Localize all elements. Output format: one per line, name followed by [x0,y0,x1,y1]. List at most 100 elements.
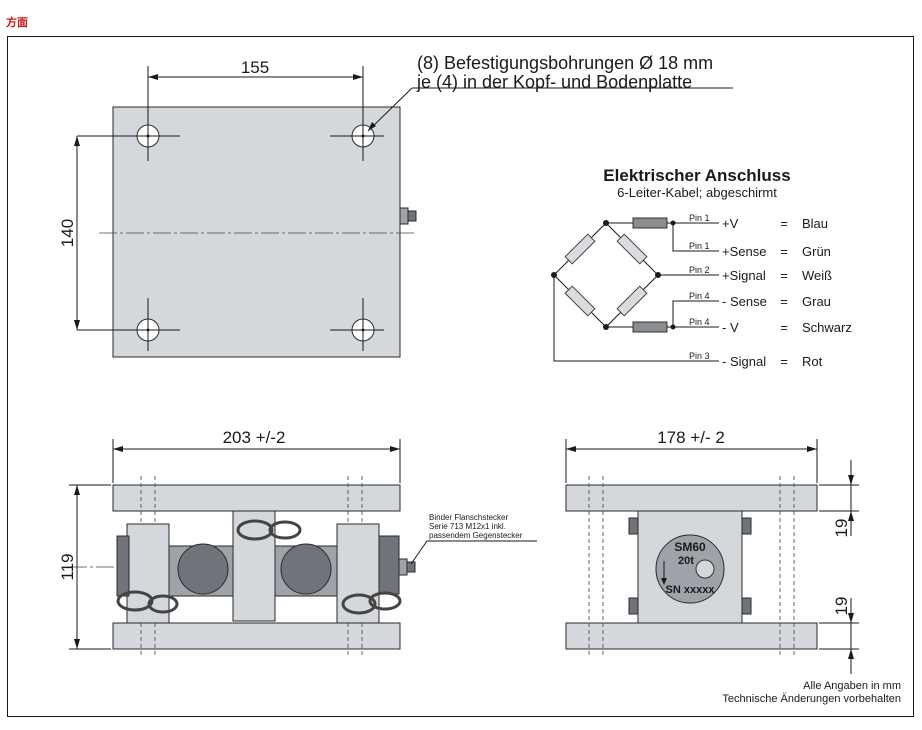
pin-number-label: Pin 1 [689,241,710,251]
pin-equals-sign: = [780,294,788,309]
arrow-head [74,639,80,649]
clip-left [147,594,179,614]
wire-sense-minus [672,300,719,327]
arrow-head [74,136,80,146]
pin-number-label: Pin 3 [689,351,710,361]
hole-note-leader [367,87,413,132]
pin-signal-label: +V [722,216,739,231]
pin-color-label: Grau [802,294,831,309]
clip-top [268,520,302,540]
connector-note-line3: passendem Gegenstecker [429,531,523,540]
clip-top [236,519,274,541]
pin-color-label: Grün [802,244,831,259]
top-connector-body [399,207,409,225]
dim-19-upper-label: 19 [832,519,851,538]
dim-19-lower-label: 19 [832,597,851,616]
bridge-resistor [564,285,596,317]
side-label-capacity: 20t [678,555,694,567]
arrow-head [848,475,854,485]
pin-color-label: Rot [802,354,823,369]
footer-line1: Alle Angaben in mm [803,680,901,692]
wiring-diagram: Elektrischer Anschluss 6-Leiter-Kabel; a… [551,166,852,369]
dim-155-label: 155 [241,58,269,77]
wiring-subtitle: 6-Leiter-Kabel; abgeschirmt [617,185,777,200]
page-heading: 方面 [6,16,28,29]
footer-line2: Technische Änderungen vorbehalten [722,693,901,705]
connector-note-line1: Binder Flanschstecker [429,513,508,522]
connector-note-line2: Serie 713 M12x1 inkl. [429,522,506,531]
front-top-plate [112,484,401,512]
pin-color-label: Blau [802,216,828,231]
pin-color-label: Schwarz [802,320,852,335]
side-top-plate [565,484,818,512]
hole-note-line1: (8) Befestigungsbohrungen Ø 18 mm [417,53,713,73]
pin-number-label: Pin 1 [689,213,710,223]
dim-203-label: 203 +/-2 [223,428,286,447]
wire-sense-plus [672,223,719,252]
pin-equals-sign: = [780,354,788,369]
pin-equals-sign: = [780,320,788,335]
wire-resistor-top [632,217,668,229]
pin-equals-sign: = [780,244,788,259]
clip-right [341,593,377,615]
arrow-head [148,74,158,80]
pin-signal-label: +Signal [722,268,766,283]
connector-note-leader [410,540,428,565]
top-view: 155 140 (8) Befestigungsbohrungen Ø 18 m… [58,53,733,358]
dim-178-label: 178 +/- 2 [657,428,725,447]
arrow-head [353,74,363,80]
side-lug [741,597,752,615]
arrow-head [74,485,80,495]
top-holes [77,66,384,351]
clip-right [368,591,402,611]
side-label-model: SM60 [674,540,706,554]
pin-equals-sign: = [780,268,788,283]
side-label-serial: SN xxxxx [666,584,716,596]
wiring-title: Elektrischer Anschluss [603,166,790,185]
pin-signal-label: - V [722,320,739,335]
clip-left [116,590,154,612]
front-right-roller [280,543,332,595]
pin-number-label: Pin 4 [689,317,710,327]
side-lug [741,517,752,535]
front-connector-body [398,558,408,576]
dim-140-label: 140 [58,219,77,247]
pin-color-label: Weiß [802,268,832,283]
arrow-head [566,446,576,452]
side-label-plate [655,534,725,604]
arrow-head [807,446,817,452]
pin-signal-label: - Sense [722,294,767,309]
pin-signal-label: - Signal [722,354,766,369]
front-connector-tip [406,561,416,573]
front-bottom-plate [112,622,401,650]
wire-signal-minus [553,275,719,362]
arrow-head [113,446,123,452]
side-connector-icon [695,559,715,579]
hole-note-line2: je (4) in der Kopf- und Bodenplatte [416,72,692,92]
arrow-head [74,320,80,330]
bridge-resistor [564,233,596,265]
drawing-frame: 155 140 (8) Befestigungsbohrungen Ø 18 m… [7,36,914,717]
bridge-resistor [616,285,648,317]
front-center-block [232,510,276,622]
arrow-head [661,578,667,585]
side-bottom-plate [565,622,818,650]
top-plate [112,106,401,358]
side-lug [628,517,639,535]
arrow-head [848,511,854,521]
front-view: Binder Flanschstecker Serie 713 M12x1 in… [58,428,537,658]
pin-equals-sign: = [780,216,788,231]
arrow-head [848,613,854,623]
technical-drawing: 155 140 (8) Befestigungsbohrungen Ø 18 m… [7,36,914,717]
dim-119-label: 119 [58,553,77,580]
side-view: SM60 20t SN xxxxx 178 +/- 2 19 19 [565,428,859,674]
front-left-side [116,535,130,597]
pin-number-label: Pin 2 [689,265,710,275]
side-lug [628,597,639,615]
front-right-side [378,535,400,595]
pin-signal-label: +Sense [722,244,766,259]
arrow-head [848,649,854,659]
wire-resistor-bottom [632,321,668,333]
top-connector-tip [407,210,417,222]
